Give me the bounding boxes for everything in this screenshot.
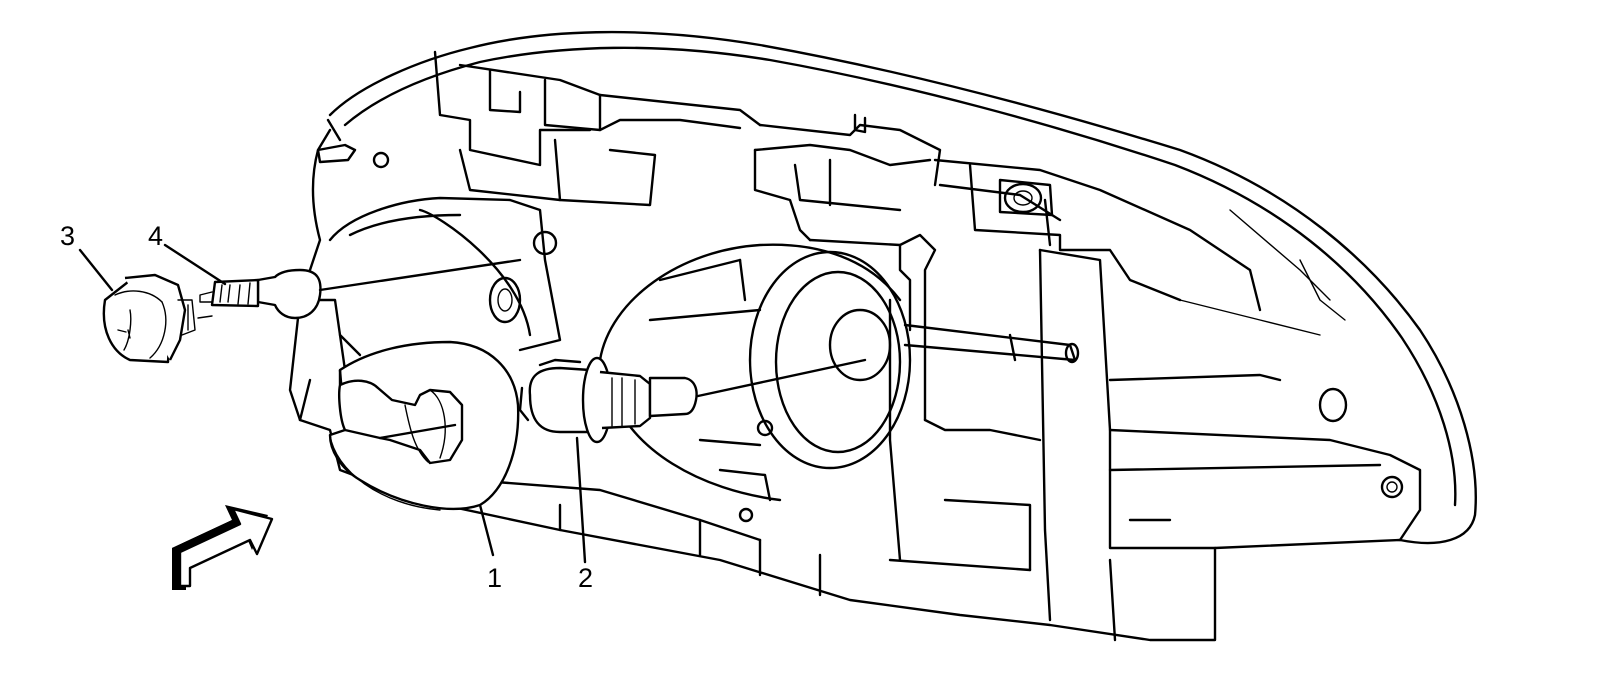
signal-bulb-4 <box>197 258 522 320</box>
leader-line-1 <box>478 503 495 557</box>
callout-2: 2 <box>578 563 593 593</box>
leader-line-2 <box>575 436 587 564</box>
callout-1: 1 <box>487 563 502 593</box>
callout-3: 3 <box>60 221 75 251</box>
leader-lines <box>78 243 587 564</box>
protective-cover-1 <box>328 340 520 511</box>
view-direction-arrow-icon <box>172 505 274 590</box>
headlamp-housing <box>288 30 1477 642</box>
leader-line-3 <box>78 248 114 292</box>
callout-labels: 1 2 3 4 <box>60 221 593 593</box>
leader-line-4 <box>163 243 227 286</box>
headlamp-bulb-2 <box>518 356 867 444</box>
bulb-socket-3 <box>102 273 196 364</box>
callout-4: 4 <box>148 221 163 251</box>
